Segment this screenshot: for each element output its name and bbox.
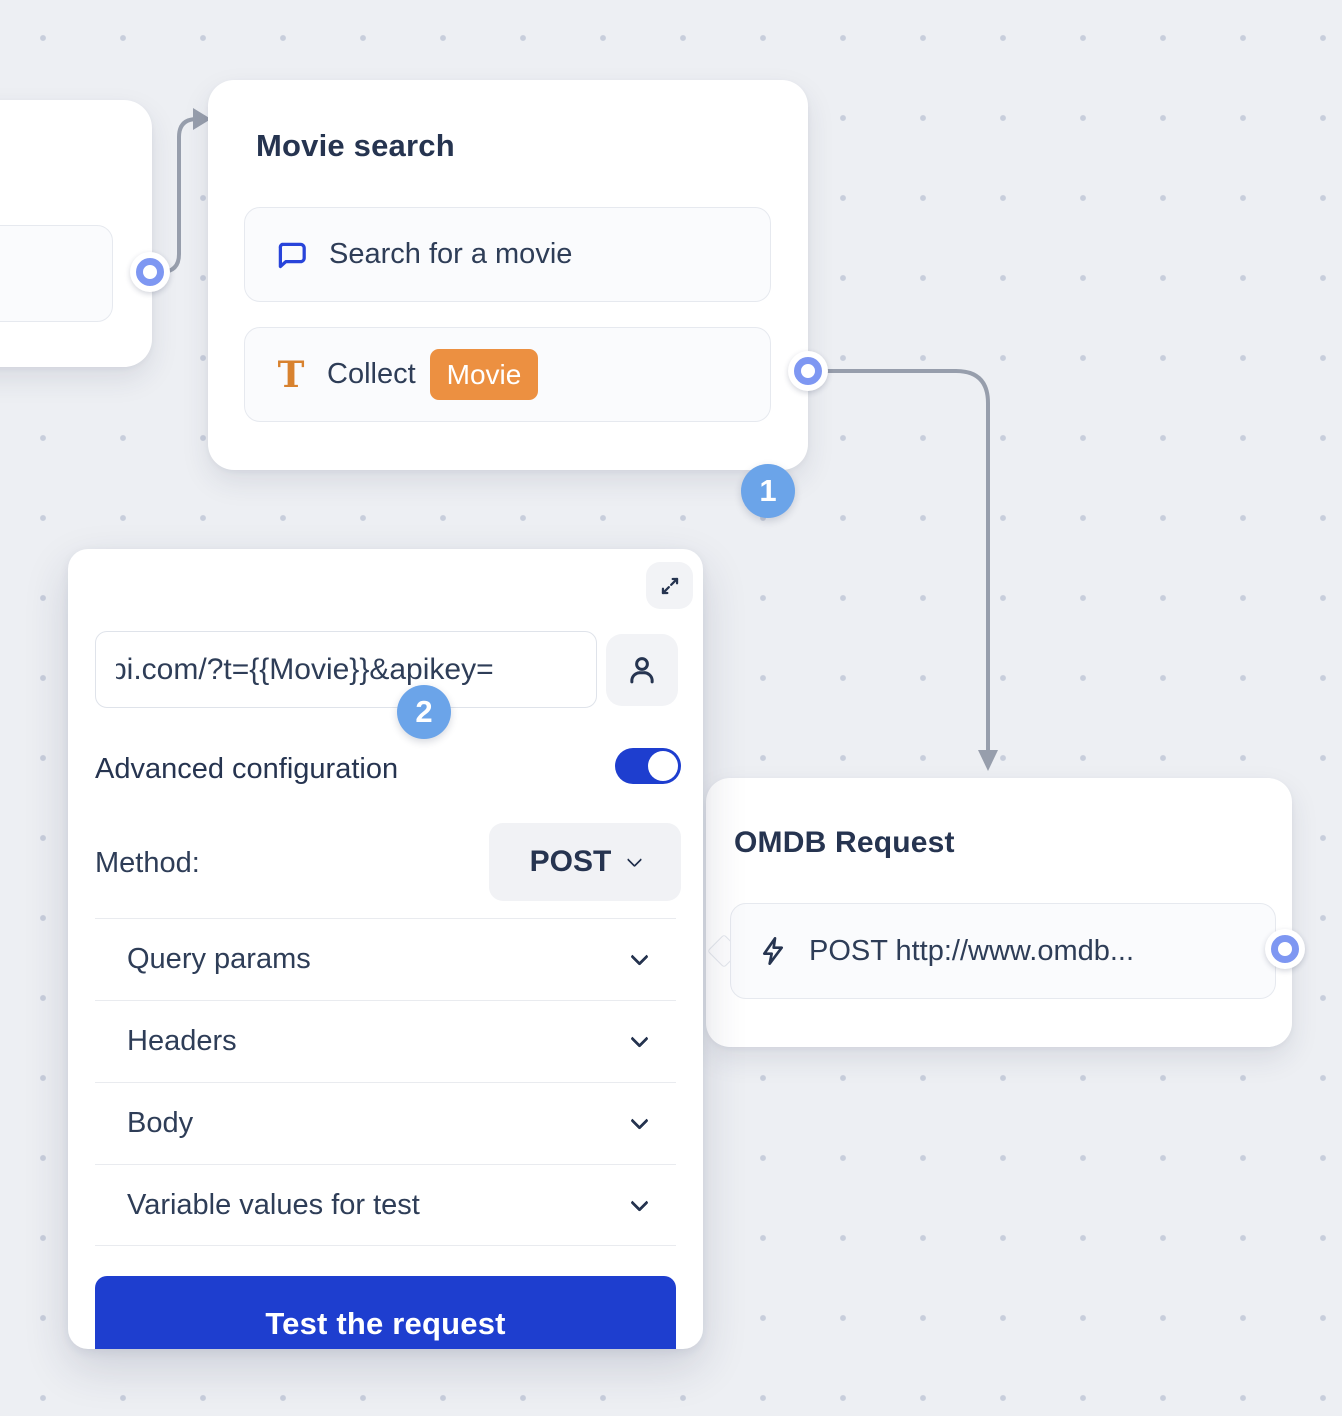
connector-ring [136,258,164,286]
lightning-icon [763,937,783,965]
method-label: Method: [95,847,200,879]
omdb-request-node-card[interactable]: OMDB Request POST http://www.omdb... [706,778,1292,1047]
chat-bubble-icon [278,242,306,268]
section-variable-values[interactable]: Variable values for test [95,1164,676,1246]
url-input[interactable] [95,631,597,708]
connector-ring [1271,935,1299,963]
test-request-button[interactable]: Test the request [95,1276,676,1349]
chevron-down-icon [627,851,643,867]
previous-node-block[interactable] [0,225,113,322]
connector-ring [794,357,822,385]
movie-search-node-card[interactable]: Movie search Search for a movie T Collec… [208,80,808,518]
node-title: OMDB Request [734,826,955,859]
method-value: POST [529,845,612,878]
advanced-configuration-label: Advanced configuration [95,753,399,785]
block-label: Collect [327,358,416,390]
advanced-configuration-toggle[interactable] [615,748,681,784]
node-title: Movie search [256,128,455,163]
toggle-knob [648,751,678,781]
output-connector-omdb[interactable] [1265,929,1305,969]
send-message-block[interactable]: Search for a movie [244,207,771,302]
chevron-down-icon [630,1111,649,1130]
collect-input-block[interactable]: T Collect Movie [244,327,771,422]
chevron-down-icon [630,1029,649,1048]
section-label: Query params [127,943,311,975]
section-label: Body [127,1107,194,1139]
output-connector-previous-node[interactable] [130,252,170,292]
chevron-down-icon [630,1192,649,1212]
section-label: Headers [127,1025,237,1057]
webhook-block[interactable]: POST http://www.omdb... [730,903,1276,999]
section-label: Variable values for test [127,1188,420,1221]
variable-badge[interactable]: Movie [429,348,539,401]
expand-button[interactable] [646,562,693,609]
step-annotation-2: 2 [397,685,451,739]
previous-node-card[interactable] [0,100,152,367]
step-annotation-1: 1 [741,464,795,518]
text-icon: T [277,353,305,396]
config-sections: Query params Headers Body Variable value… [95,918,676,1246]
section-body[interactable]: Body [95,1082,676,1164]
section-headers[interactable]: Headers [95,1000,676,1082]
method-dropdown[interactable]: POST [489,823,681,901]
section-query-params[interactable]: Query params [95,918,676,1000]
expand-icon [661,577,678,594]
chevron-down-icon [630,947,649,966]
block-label: POST http://www.omdb... [809,934,1135,967]
block-label: Search for a movie [329,238,573,270]
webhook-config-panel[interactable]: 2 Advanced configuration Method: POST Qu… [68,549,703,1349]
output-connector-movie-search[interactable] [788,351,828,391]
user-variable-button[interactable] [606,634,678,706]
user-icon [630,657,654,684]
